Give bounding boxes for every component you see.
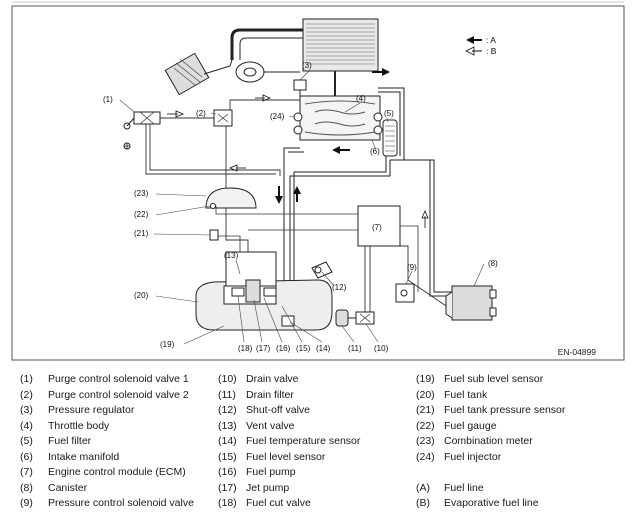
legend-item-number: (9): [20, 497, 33, 509]
legend-item-number: (5): [20, 435, 33, 447]
fuel-system-diagram: : A : B: [11, 1, 625, 361]
drain-parts: [335, 309, 375, 327]
legend-item-number: (18): [218, 497, 237, 509]
parts-legend: (1) Purge control solenoid valve 1 (2) Purg…: [0, 366, 636, 516]
line-key: : A : B: [465, 35, 497, 56]
legend-item-number: (12): [218, 404, 237, 416]
legend-item-label: Fuel level sensor: [246, 450, 326, 463]
label-15: (15): [296, 344, 311, 353]
legend-item-label: Shut-off valve: [246, 404, 311, 416]
legend-item-number: (3): [20, 404, 33, 416]
label-16: (16): [276, 344, 291, 353]
label-19: (19): [160, 340, 175, 349]
legend-item-label: Pressure control solenoid valve: [48, 497, 194, 509]
label-8: (8): [488, 259, 498, 268]
label-23: (23): [134, 189, 149, 198]
legend-item-number: (B): [416, 497, 430, 509]
label-24: (24): [270, 112, 285, 121]
label-13: (13): [224, 251, 239, 260]
legend-item-number: (1): [20, 373, 33, 385]
label-3: (3): [302, 61, 312, 70]
legend-item-number: (4): [20, 419, 33, 432]
shut-off-valve: [311, 261, 333, 279]
label-9: (9): [407, 263, 417, 272]
callout-labels: (1) (2) (3) (4) (5) (6) (7) (8) (9) (10)…: [103, 61, 498, 353]
legend-item-label: Fuel gauge: [444, 419, 497, 432]
legend-item-number: (23): [416, 435, 435, 447]
fuel-filter: [382, 119, 398, 157]
legend-item-label: Fuel cut valve: [246, 497, 311, 509]
legend-item-number: (24): [416, 450, 435, 463]
label-12: (12): [332, 283, 347, 292]
legend-item-number: (19): [416, 373, 435, 385]
legend-item-number: (15): [218, 450, 237, 463]
legend-item-label: Fuel temperature sensor: [246, 435, 361, 447]
figure-id: EN-04899: [558, 347, 597, 357]
label-1: (1): [103, 95, 113, 104]
legend-item-label: Evaporative fuel line: [444, 497, 539, 509]
pressure-control-solenoid: [395, 283, 415, 303]
fuel-tank: [195, 251, 333, 331]
legend-item-label: Jet pump: [246, 481, 290, 494]
legend-item-number: (7): [20, 466, 33, 478]
ecm-box: [357, 205, 401, 247]
label-11: (11): [348, 344, 362, 353]
legend-item-label: Throttle body: [48, 419, 110, 432]
legend-item-label: Drain filter: [246, 388, 294, 401]
engine-assembly: [164, 18, 383, 141]
solenoid-valves: [123, 109, 233, 150]
legend-item-label: Intake manifold: [48, 450, 120, 463]
legend-item-number: (11): [218, 388, 236, 401]
legend-item-label: Vent valve: [246, 419, 295, 432]
legend-item-label: Engine control module (ECM): [48, 466, 186, 478]
fuel-lines: [283, 87, 452, 297]
legend-item-number: (20): [416, 388, 435, 401]
canister: [445, 285, 497, 321]
label-20: (20): [134, 291, 149, 300]
legend-item-label: Pressure regulator: [48, 404, 135, 416]
label-10: (10): [374, 344, 389, 353]
label-22: (22): [134, 210, 149, 219]
legend-item-number: (8): [20, 481, 33, 494]
legend-item-label: Fuel sub level sensor: [444, 373, 544, 385]
line-key-b: : B: [486, 46, 497, 56]
label-18: (18): [238, 344, 253, 353]
label-5: (5): [384, 109, 394, 118]
leader-lines: [119, 69, 485, 345]
legend-item-number: (2): [20, 388, 33, 401]
label-14: (14): [316, 344, 331, 353]
legend-item-number: (13): [218, 419, 237, 432]
flow-arrows: [167, 68, 429, 228]
label-7: (7): [372, 223, 382, 232]
label-4: (4): [356, 94, 366, 103]
label-17: (17): [256, 344, 271, 353]
legend-item-label: Fuel filter: [48, 435, 92, 447]
legend-item-number: (22): [416, 419, 435, 432]
legend-item-label: Fuel line: [444, 481, 484, 494]
combination-meter: [205, 187, 257, 209]
legend-item-number: (21): [416, 404, 435, 416]
legend-item-label: Purge control solenoid valve 1: [48, 373, 189, 385]
legend-item-number: (16): [218, 466, 237, 478]
legend-item-label: Fuel injector: [444, 450, 502, 463]
legend-item-label: Canister: [48, 481, 88, 494]
legend-item-label: Purge control solenoid valve 2: [48, 388, 189, 401]
legend-item-number: (10): [218, 373, 237, 385]
legend-item-number: (6): [20, 450, 33, 463]
legend-item-label: Combination meter: [444, 435, 533, 447]
line-key-a: : A: [486, 35, 496, 45]
legend-item-label: Fuel pump: [246, 466, 296, 478]
legend-item-number: (A): [416, 481, 430, 494]
label-6: (6): [370, 147, 380, 156]
legend-item-number: (14): [218, 435, 237, 447]
legend-item-label: Fuel tank pressure sensor: [444, 404, 566, 416]
tank-pressure-sensor: [209, 229, 219, 241]
label-21: (21): [134, 229, 149, 238]
legend-item-number: (17): [218, 481, 237, 494]
legend-item-label: Fuel tank: [444, 388, 488, 401]
wiring: [214, 206, 419, 292]
legend-item-label: Drain valve: [246, 373, 299, 385]
label-2: (2): [196, 109, 206, 118]
